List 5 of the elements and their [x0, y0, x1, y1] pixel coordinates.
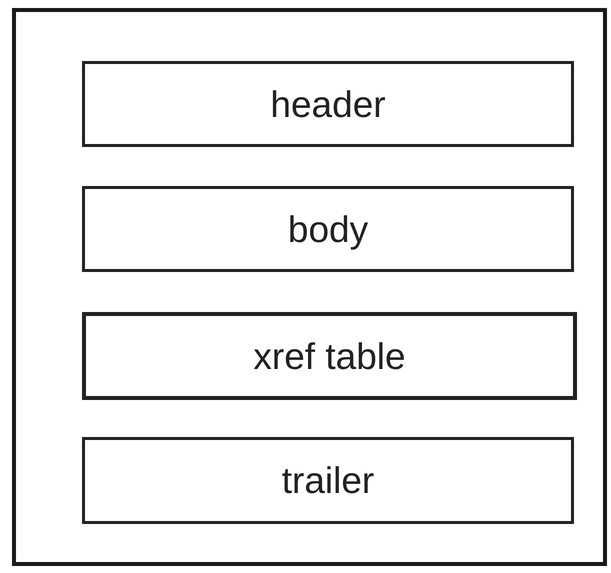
section-box: header — [82, 61, 574, 147]
section-box: trailer — [82, 437, 574, 524]
section-box: body — [82, 186, 574, 272]
file-outline-box — [12, 8, 607, 566]
section-box: xref table — [82, 312, 577, 400]
